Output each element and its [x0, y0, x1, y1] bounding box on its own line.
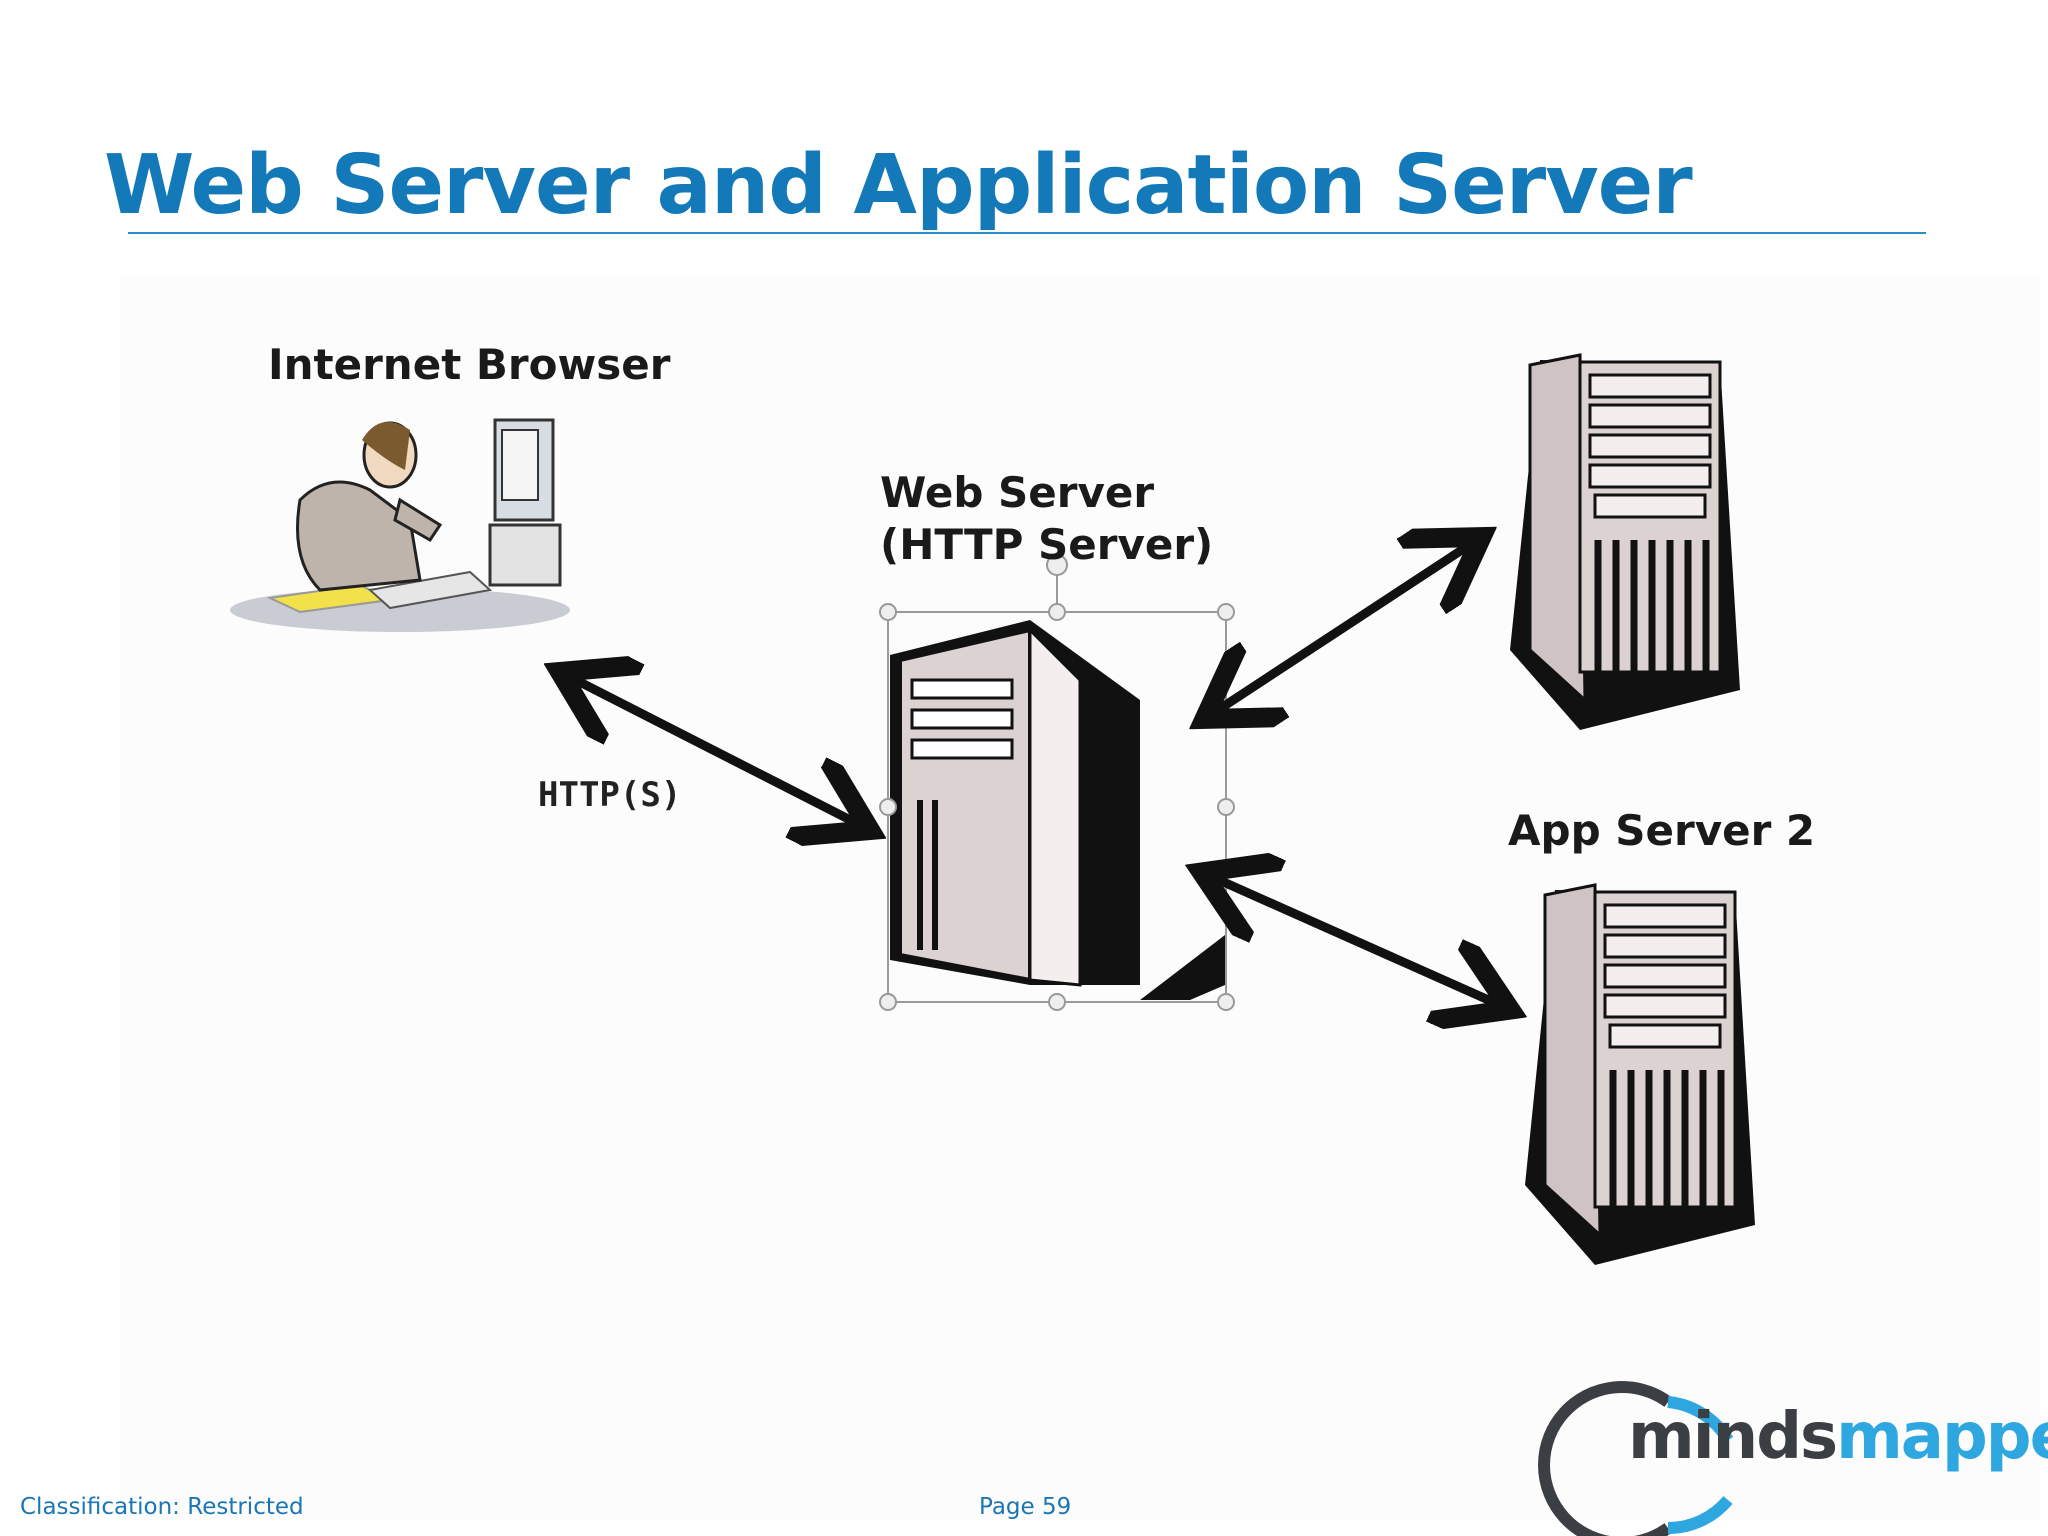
slide-title: Web Server and Application Server [104, 138, 1693, 233]
classification-label: Classification: Restricted [20, 1494, 304, 1520]
logo: mindsmapped [1628, 1400, 2048, 1474]
resize-handle-s[interactable] [1048, 993, 1066, 1011]
app-server-2-icon [1525, 883, 1755, 1265]
webserver-appserver2-arrow [1210, 876, 1502, 1006]
resize-handle-e[interactable] [1217, 798, 1235, 816]
logo-ring-icon [1538, 1381, 1734, 1536]
rotate-handle[interactable] [1046, 554, 1068, 576]
browser-label: Internet Browser [268, 340, 671, 389]
page-number: Page 59 [979, 1494, 1072, 1520]
logo-text-part2: mapped [1836, 1400, 2048, 1474]
resize-handle-w[interactable] [879, 798, 897, 816]
resize-handle-nw[interactable] [879, 603, 897, 621]
title-underline [128, 232, 1926, 234]
web-server-label-line1: Web Server [880, 468, 1155, 517]
app-server-1-icon [1510, 353, 1740, 730]
webserver-appserver1-arrow [1212, 542, 1474, 714]
resize-handle-n[interactable] [1048, 603, 1066, 621]
web-server-label-line2: (HTTP Server) [880, 520, 1214, 569]
browser-webserver-arrow [568, 676, 862, 826]
protocol-label: HTTP(S) [538, 775, 682, 815]
browser-user-icon [230, 418, 570, 632]
resize-handle-sw[interactable] [879, 993, 897, 1011]
logo-text-part1: minds [1628, 1400, 1838, 1474]
web-server-icon [890, 620, 1225, 1000]
app-server-2-label: App Server 2 [1508, 806, 1816, 855]
resize-handle-se[interactable] [1217, 993, 1235, 1011]
resize-handle-ne[interactable] [1217, 603, 1235, 621]
